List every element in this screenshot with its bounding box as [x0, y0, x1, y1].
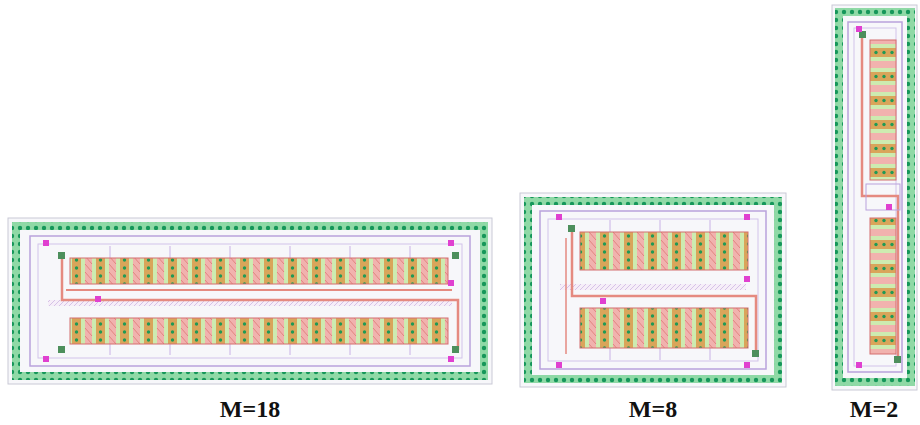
- m8-layout: [520, 193, 786, 387]
- multiplier-label: M=2: [850, 397, 898, 421]
- multiplier-label: M=18: [220, 397, 280, 421]
- m18-layout: [8, 218, 492, 384]
- multiplier-label: M=8: [629, 397, 677, 421]
- m2-layout: [832, 5, 917, 390]
